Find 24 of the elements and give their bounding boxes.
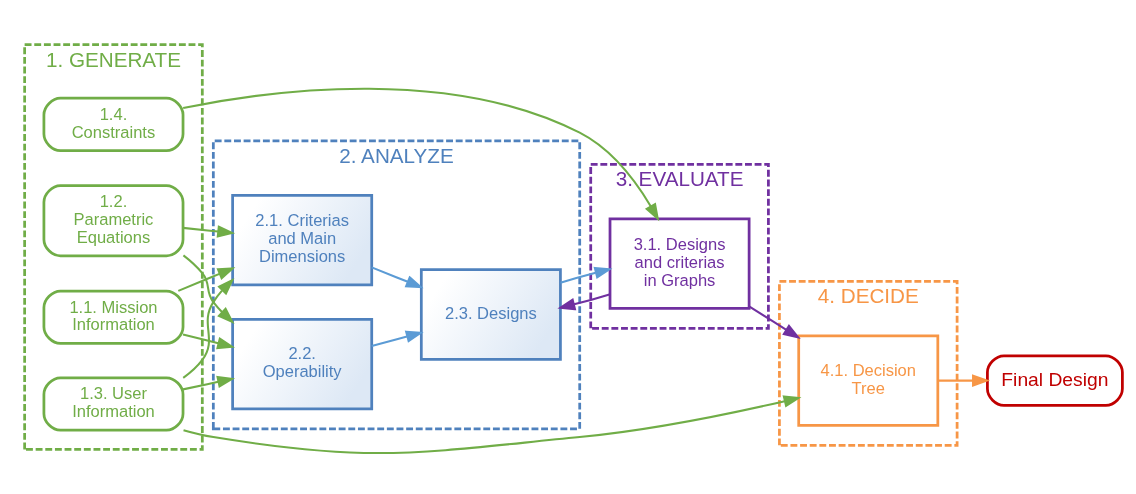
node-box: 1.4. Constraints [42,96,185,152]
node-box: 3.1. Designs and criterias in Graphs [608,217,751,310]
arrow [557,293,610,311]
arrow [560,266,613,284]
arrow [371,330,424,347]
node-box: Final Design [986,354,1124,407]
arrow [183,395,802,455]
arrow [182,254,235,324]
arrow [938,374,990,387]
arrow [182,375,236,391]
arrow [182,278,235,379]
arrow [748,305,801,339]
arrow [182,87,660,222]
node-box: 1.2. Parametric Equations [42,184,185,258]
arrow [371,266,424,289]
arrow [182,333,236,350]
node-box: 4.1. Decision Tree [797,334,940,427]
node-box: 2.2. Operability [231,317,374,411]
node-box: 2.3. Designs [419,268,562,361]
node-box: 2.1. Criterias and Main Dimensions [231,193,374,287]
arrow [177,267,236,292]
arrow [182,225,236,238]
node-box: 1.3. User Information [42,376,185,432]
node-box: 1.1. Mission Information [42,289,185,345]
